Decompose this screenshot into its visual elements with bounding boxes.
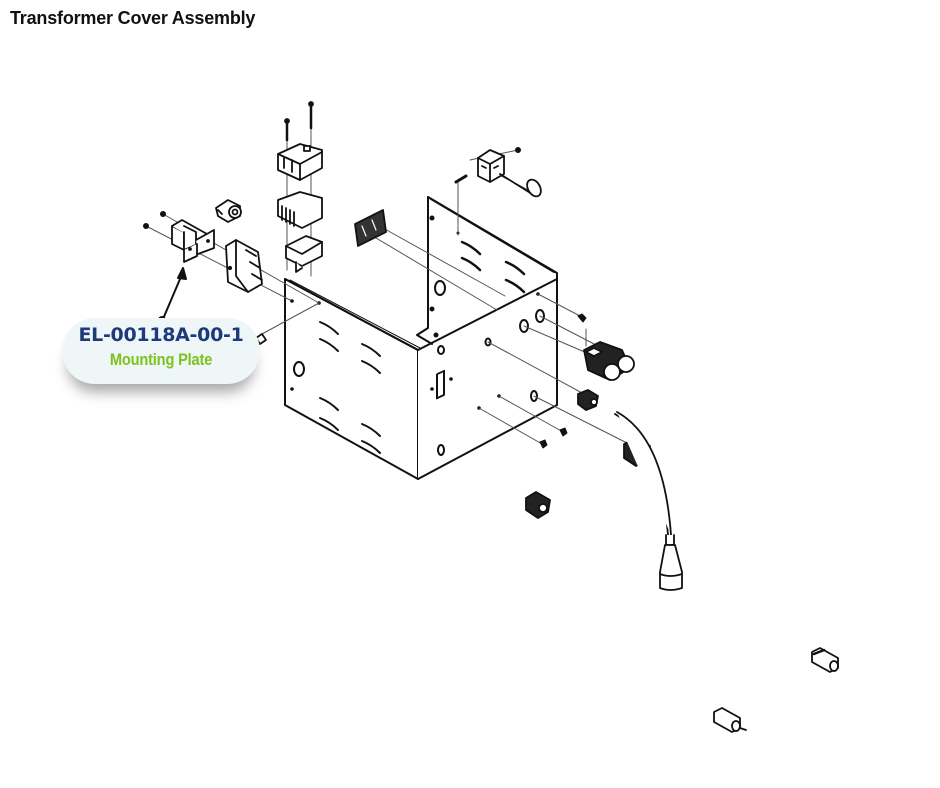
heatsink[interactable] [277, 191, 323, 229]
circuit-breaker[interactable] [225, 239, 263, 293]
mounting-plate-bracket[interactable] [171, 219, 215, 263]
page-title: Transformer Cover Assembly [10, 8, 256, 28]
screw-icon [559, 427, 568, 437]
terminal-strip[interactable] [354, 209, 387, 247]
terminal-block[interactable] [454, 147, 544, 199]
screw-icon [539, 439, 548, 449]
part-callout[interactable]: EL-00118A-00-1 Mounting Plate [62, 318, 260, 384]
arrow-pointer-icon [158, 267, 187, 324]
connector-plug[interactable] [525, 491, 551, 519]
dual-indicator-lamp[interactable] [583, 341, 635, 381]
probe-cable[interactable] [614, 411, 683, 591]
relay-bracket[interactable] [285, 235, 323, 273]
fuse-holder-2[interactable] [713, 707, 747, 733]
part-number: EL-00118A-00-1 [78, 324, 244, 346]
screw-icon [160, 211, 166, 217]
relay-block[interactable] [277, 101, 323, 181]
part-name: Mounting Plate [109, 350, 213, 369]
screw-icon [143, 223, 149, 229]
cable-gland[interactable] [577, 389, 599, 411]
enclosure-cover[interactable] [284, 196, 558, 480]
toroid-sensor[interactable] [215, 199, 242, 223]
fuse-holder-1[interactable] [811, 647, 839, 673]
screw-icon [577, 313, 587, 323]
